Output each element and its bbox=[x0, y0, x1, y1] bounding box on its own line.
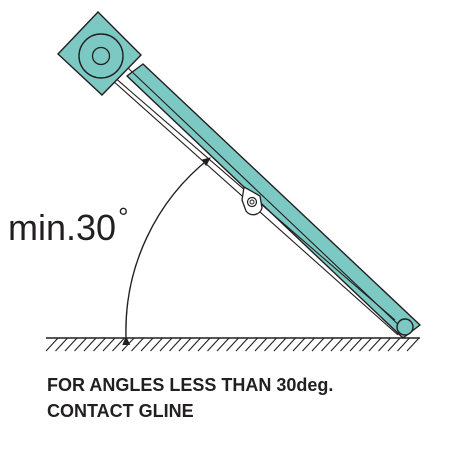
pivot-bracket bbox=[241, 185, 263, 216]
note-line-2: CONTACT GLINE bbox=[47, 401, 194, 421]
angle-arc bbox=[122, 157, 211, 346]
angle-note: FOR ANGLES LESS THAN 30deg. CONTACT GLIN… bbox=[47, 372, 333, 424]
conveyor-arm bbox=[105, 63, 421, 339]
tail-pulley bbox=[396, 318, 414, 336]
angle-label: min.30° bbox=[8, 202, 128, 248]
ground-surface bbox=[45, 337, 420, 352]
head-pulley-block bbox=[57, 10, 142, 96]
note-line-1: FOR ANGLES LESS THAN 30deg. bbox=[47, 375, 334, 395]
